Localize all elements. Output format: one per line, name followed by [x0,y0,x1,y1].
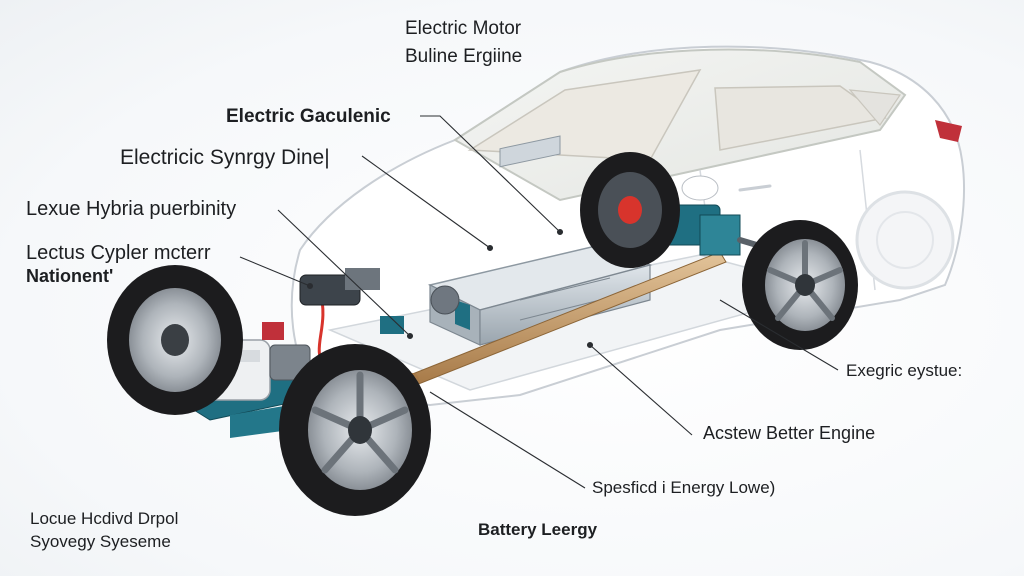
rear-right-wheel [742,220,858,350]
label-locue-hcdivd: Locue Hcdivd Drpol [30,509,179,528]
front-right-wheel [279,344,431,516]
front-left-wheel [107,265,243,415]
label-spesfied-energy: Spesficd i Energy Lowe) [592,478,776,497]
rear-left-wheel [580,152,680,268]
label-syovegy-syeseme: Syovegy Syeseme [30,532,171,551]
label-buline-ergiine: Buline Ergiine [405,46,523,67]
label-electric-motor: Electric Motor [405,18,522,39]
label-lectus-cypler: Lectus Cypler mcterr [26,242,211,264]
leader-lines [239,115,839,489]
label-nationent: Nationent' [26,266,114,286]
label-lexue-hybria: Lexue Hybria puerbinity [26,198,237,220]
label-electricic-synrgy-dinel: Electricic Synrgy Dine| [120,146,330,169]
label-electric-gaculenic: Electric Gaculenic [226,106,391,127]
label-exegric-eystue: Exegric eystue: [846,361,963,380]
label-acstew-better-engine: Acstew Better Engine [703,423,876,443]
battery-pack [427,135,653,346]
label-battery-leergy: Battery Leergy [478,520,598,539]
